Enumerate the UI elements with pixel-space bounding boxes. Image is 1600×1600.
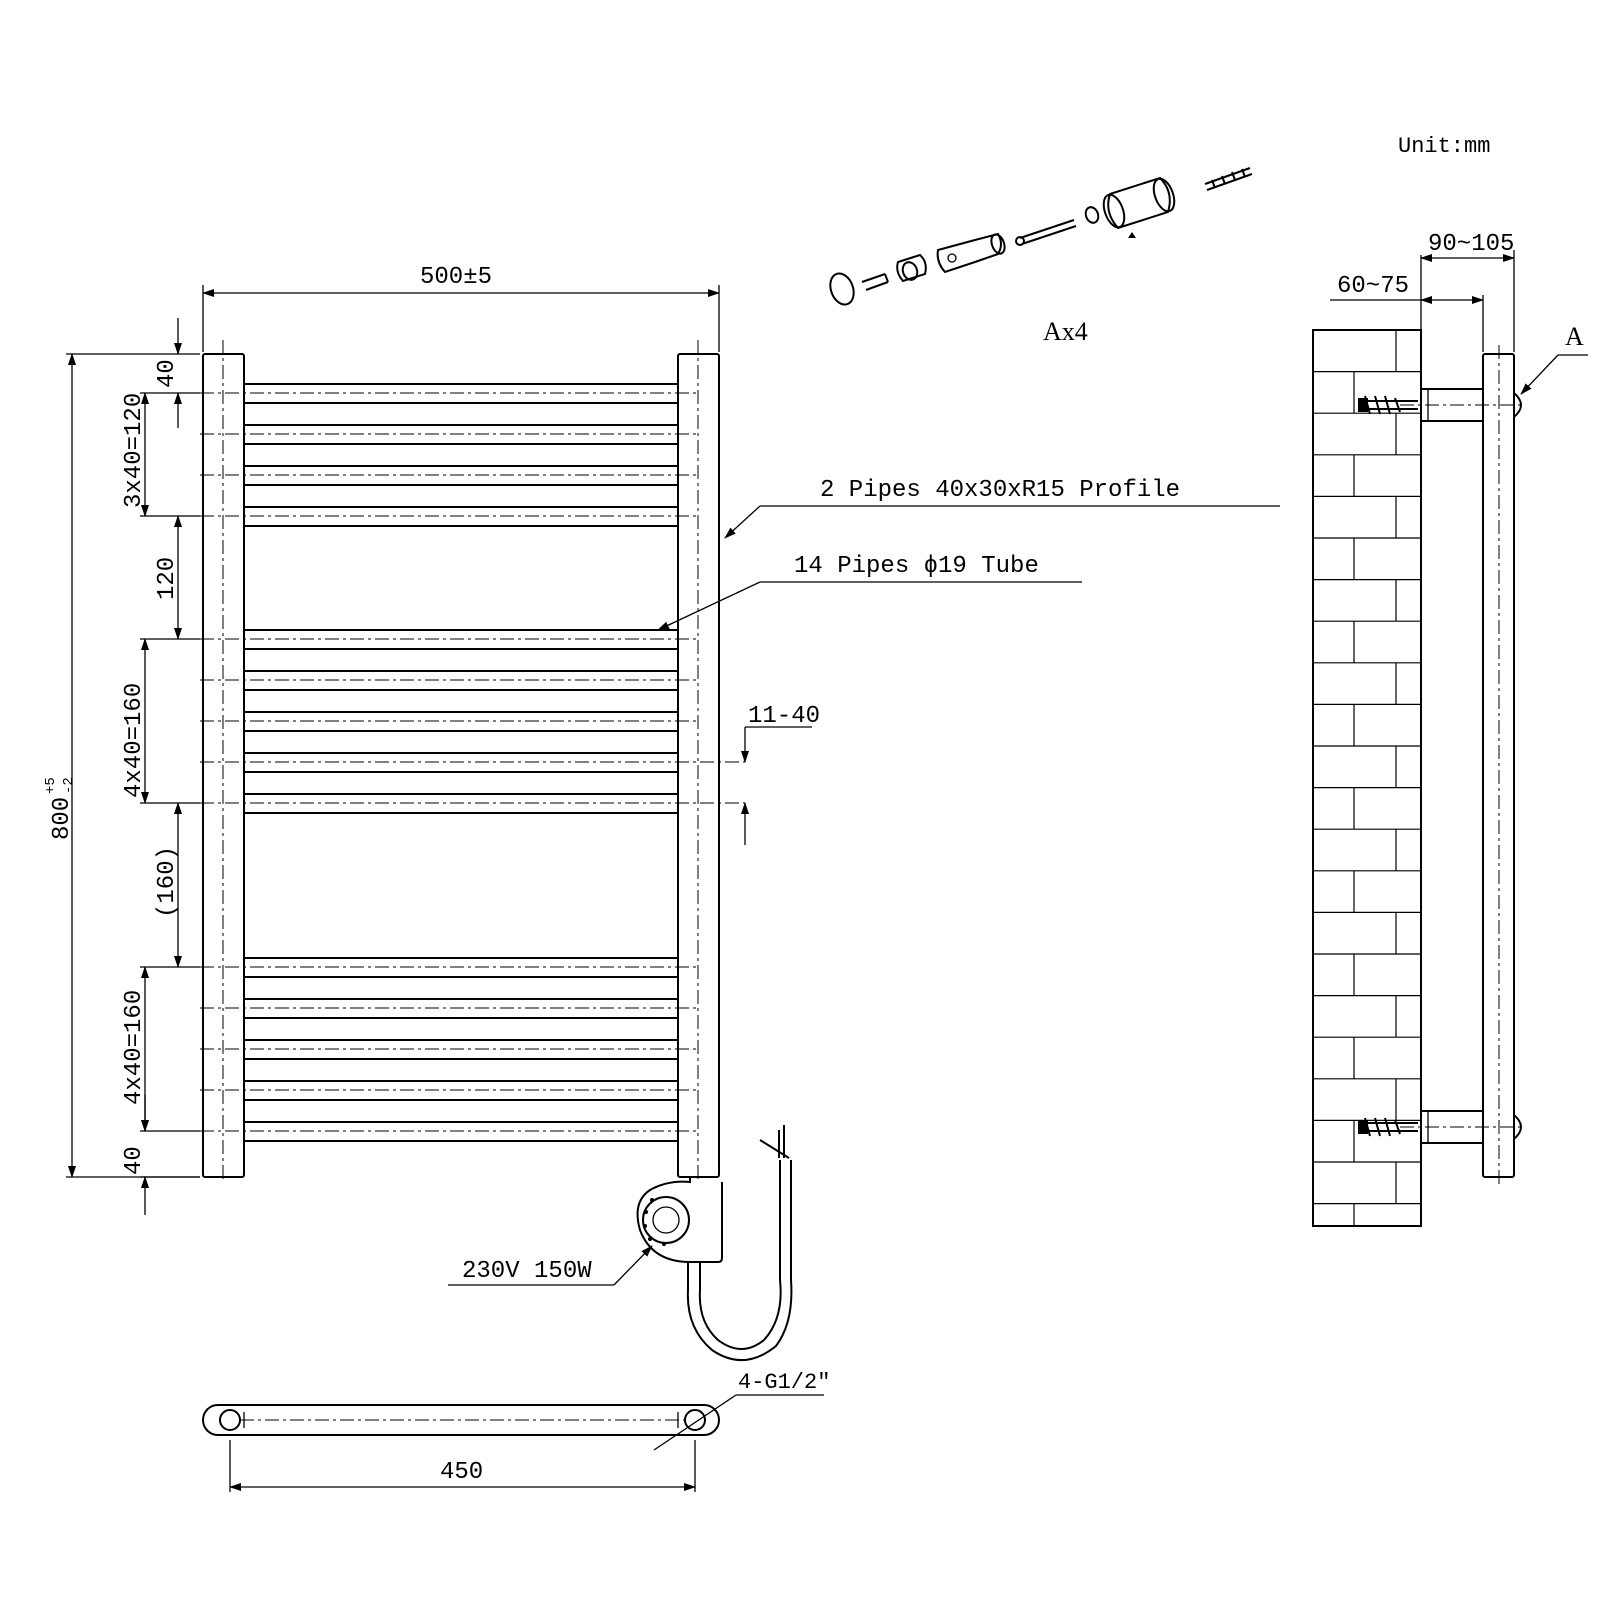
dim-top-group: 3x40=120 bbox=[121, 393, 148, 508]
screw-1 bbox=[861, 273, 889, 291]
valve-offset-dimension: 11-40 bbox=[741, 703, 820, 845]
svg-text:800: 800 bbox=[49, 797, 76, 840]
center-lines bbox=[200, 392, 745, 1132]
top-bracket bbox=[1358, 388, 1522, 422]
svg-text:A: A bbox=[1565, 322, 1584, 351]
assembly-label: Ax4 bbox=[1043, 317, 1088, 346]
callout-tube: 14 Pipes ϕ19 Tube bbox=[657, 553, 1082, 631]
unit-label: Unit:mm bbox=[1398, 134, 1490, 159]
svg-text:4-G1/2″: 4-G1/2″ bbox=[738, 1370, 830, 1395]
svg-text:230V 150W: 230V 150W bbox=[462, 1258, 592, 1285]
callout-heater: 230V 150W bbox=[448, 1245, 653, 1286]
height-dimension: 800 +5 -2 bbox=[43, 777, 77, 840]
long-screw bbox=[1019, 219, 1077, 245]
callout-ref-a: A bbox=[1520, 322, 1588, 395]
cap bbox=[829, 272, 855, 306]
dim-gap-2: (160) bbox=[154, 846, 181, 918]
depth-outer-dimension: 90~105 bbox=[1428, 231, 1514, 258]
side-view: 90~105 60~75 A bbox=[1312, 231, 1588, 1227]
callout-thread: 4-G1/2″ bbox=[653, 1370, 830, 1451]
bottom-bar bbox=[202, 1404, 720, 1436]
callout-profile: 2 Pipes 40x30xR15 Profile bbox=[724, 477, 1280, 539]
depth-inner-dimension: 60~75 bbox=[1337, 273, 1409, 300]
svg-text:-2: -2 bbox=[61, 777, 77, 794]
vertical-chain-dimensions: 40 3x40=120 120 4x40=160 (160) 4x40=160 … bbox=[121, 318, 200, 1215]
svg-text:2 Pipes 40x30xR15 Profile: 2 Pipes 40x30xR15 Profile bbox=[820, 477, 1180, 504]
dim-gap-1: 120 bbox=[154, 557, 181, 600]
dim-middle-group: 4x40=160 bbox=[121, 683, 148, 798]
svg-text:14 Pipes ϕ19 Tube: 14 Pipes ϕ19 Tube bbox=[794, 553, 1039, 580]
standoff-tube bbox=[1107, 176, 1171, 230]
svg-text:+5: +5 bbox=[43, 777, 59, 794]
ring bbox=[896, 253, 927, 283]
left-inlet bbox=[219, 1409, 241, 1431]
thermostat-dial bbox=[642, 1196, 690, 1244]
centers-dimension: 450 bbox=[440, 1459, 483, 1486]
heating-element bbox=[636, 1125, 793, 1362]
brick-wall bbox=[1312, 329, 1422, 1227]
bottom-bracket bbox=[1358, 1110, 1522, 1144]
bracket-assembly: Ax4 bbox=[829, 167, 1253, 346]
svg-text:11-40: 11-40 bbox=[748, 703, 820, 730]
dim-bottom-group: 4x40=160 bbox=[121, 990, 148, 1105]
wall-plug bbox=[1204, 167, 1253, 191]
tube-group-top bbox=[243, 383, 679, 527]
dim-bottom-offset: 40 bbox=[121, 1146, 148, 1175]
dim-top-offset: 40 bbox=[154, 359, 181, 388]
front-view: 500±5 800 +5 -2 40 bbox=[43, 264, 1280, 1362]
washer bbox=[1084, 206, 1100, 224]
bottom-view: 450 4-G1/2″ bbox=[202, 1370, 830, 1492]
width-dimension: 500±5 bbox=[420, 264, 492, 291]
